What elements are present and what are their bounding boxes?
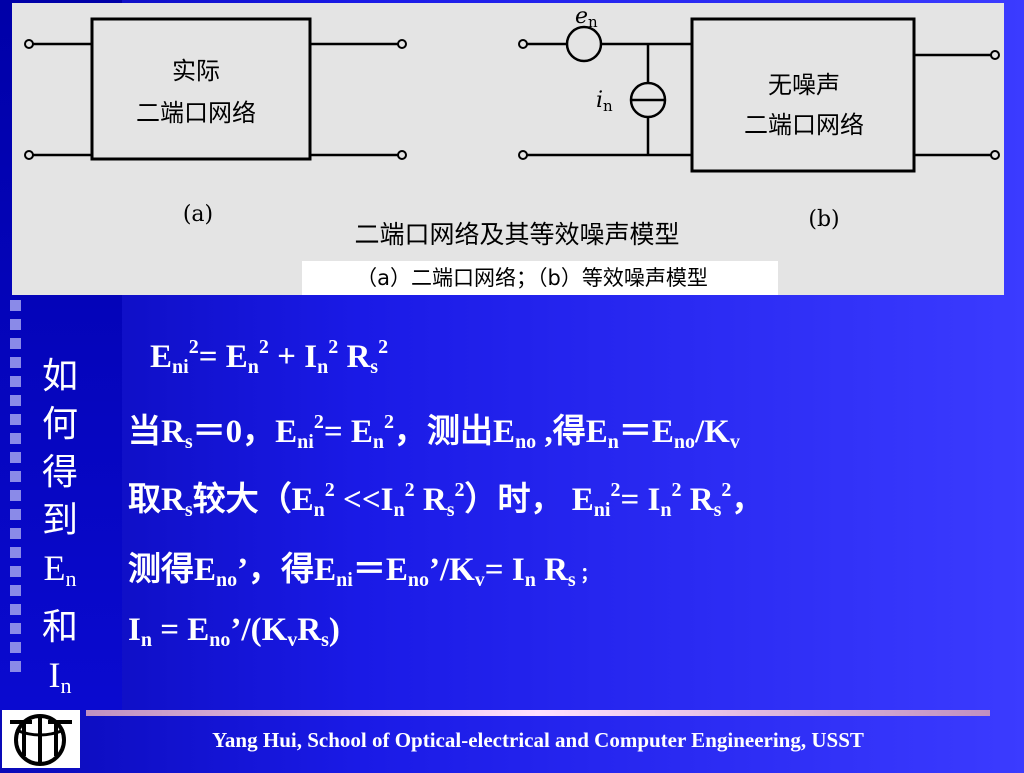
terminal — [990, 50, 1000, 60]
side-char: 到 — [41, 500, 78, 540]
footer-divider — [86, 710, 990, 716]
label-b: (b) — [808, 207, 839, 232]
box-b — [690, 17, 916, 173]
decorative-squares — [10, 300, 26, 700]
terminal — [518, 150, 528, 160]
side-char: 如 — [41, 356, 78, 396]
box-a-line1: 实际 — [172, 57, 220, 85]
box-b-line2: 二端口网络 — [744, 111, 864, 139]
box-b-line1: 无噪声 — [768, 71, 840, 99]
caption-sub: （a）二端口网络；（b）等效噪声模型 — [356, 266, 708, 290]
formula-line-3: 取Rs较大（En2 <<In2 Rs2）时， Eni2= In2 Rs2， — [128, 479, 765, 521]
side-char: 得 — [41, 452, 78, 492]
side-char: 何 — [41, 404, 78, 444]
university-logo-icon — [2, 710, 80, 768]
side-char: 和 — [41, 607, 78, 647]
formula-line-5: In = Eno’/(KvRs) — [128, 612, 340, 651]
side-question: 如 何 得 到 En 和 In — [38, 352, 82, 710]
box-a — [90, 17, 312, 161]
formula-line-4: 测得Eno’，得Eni＝Eno’/Kv= In Rs ； — [128, 552, 599, 591]
formula-line-2: 当Rs＝0，Eni2= En2，测出Eno ,得En＝Eno/Kv — [128, 411, 740, 453]
side-e-variable: En — [43, 548, 77, 591]
circuit-diagram: 实际 二端口网络 (a) en in 无噪声 二端口网络 (b) 二端口网络及其… — [24, 4, 1000, 295]
caption-sub-bg — [302, 261, 778, 295]
circuit-figure: 实际 二端口网络 (a) en in 无噪声 二端口网络 (b) 二端口网络及其… — [12, 3, 1004, 295]
terminal — [990, 150, 1000, 160]
terminal — [518, 39, 528, 49]
source-i-label: in — [596, 88, 613, 115]
footer-text: Yang Hui, School of Optical-electrical a… — [212, 728, 864, 752]
caption-main: 二端口网络及其等效噪声模型 — [354, 220, 679, 249]
source-e-label: en — [575, 4, 598, 31]
label-a: (a) — [183, 202, 213, 227]
terminal — [24, 39, 34, 49]
side-i-variable: In — [48, 655, 72, 698]
terminal — [397, 150, 407, 160]
terminal — [397, 39, 407, 49]
box-a-line2: 二端口网络 — [136, 99, 256, 127]
voltage-source-icon — [565, 25, 603, 63]
formula-line-1: Eni2= En2 + In2 Rs2 — [150, 336, 389, 378]
terminal — [24, 150, 34, 160]
